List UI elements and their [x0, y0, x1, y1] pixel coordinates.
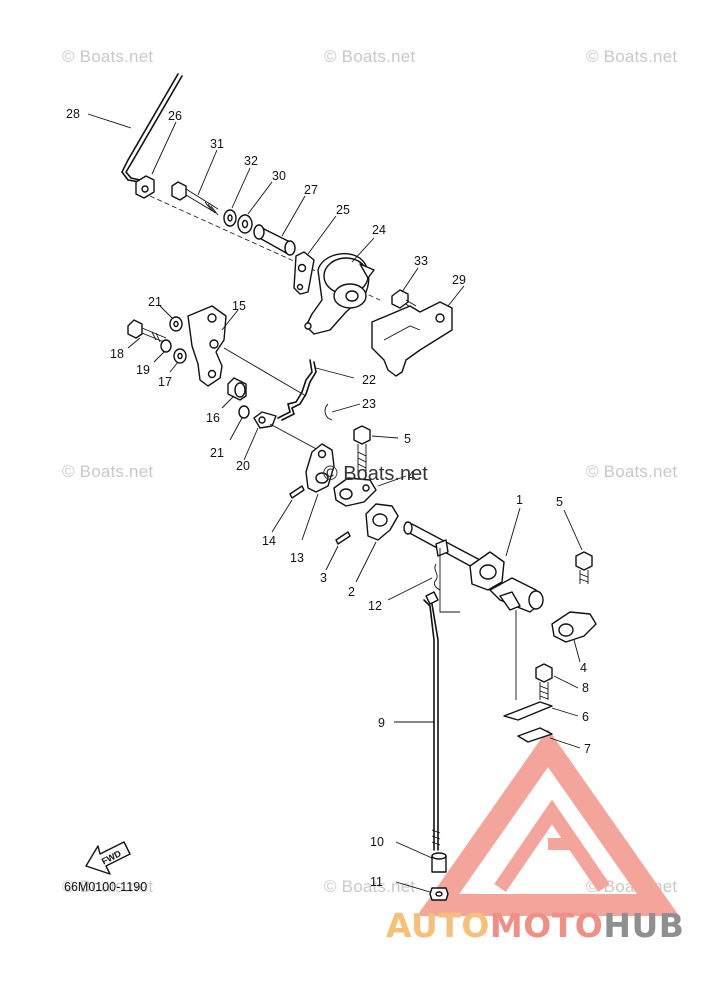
- part-24-throttle-cam: [304, 237, 375, 335]
- callout-labels: 28 26 31 32 30 27 25 24 33 29 21 15 18 1…: [66, 107, 591, 889]
- part-25-link-plate: [293, 215, 337, 295]
- watermark-center: © Boats.net: [323, 463, 428, 485]
- callout-16: 16: [206, 411, 220, 425]
- watermark: © Boats.net: [62, 462, 154, 481]
- part-23-clip: [324, 403, 361, 421]
- part-1-shaft-assembly: [403, 507, 544, 700]
- callout-25: 25: [336, 203, 350, 217]
- callout-12: 12: [368, 599, 382, 613]
- part-22-link-rod: [277, 359, 355, 421]
- callout-33: 33: [414, 254, 428, 268]
- brand-part-auto: AUTO: [386, 906, 490, 945]
- part-6-plate: [503, 701, 579, 721]
- callout-3: 3: [320, 571, 327, 585]
- callout-14: 14: [262, 534, 276, 548]
- part-7-plate: [517, 727, 581, 749]
- part-28-rod: [87, 73, 183, 183]
- callout-23: 23: [362, 397, 376, 411]
- part-12-clip: [387, 563, 441, 601]
- brand-logo-text: AUTOMOTOHUB: [386, 906, 684, 945]
- callout-9: 9: [378, 716, 385, 730]
- callout-6: 6: [582, 710, 589, 724]
- callout-10: 10: [370, 835, 384, 849]
- part-19-washer: [153, 339, 172, 363]
- callout-31: 31: [210, 137, 224, 151]
- callout-2: 2: [348, 585, 355, 599]
- part-11-nut: [395, 881, 449, 901]
- part-4-clamp-right: [551, 611, 597, 663]
- part-5-bolt-upper: [353, 425, 399, 474]
- part-13-lever-arm: [301, 443, 335, 541]
- part-26-rod-end: [135, 121, 177, 199]
- callout-30: 30: [272, 169, 286, 183]
- watermark: © Boats.net: [324, 47, 416, 66]
- part-29-bracket: [371, 285, 465, 377]
- callout-24: 24: [372, 223, 386, 237]
- brand-part-hub: HUB: [603, 906, 685, 945]
- callout-27: 27: [304, 183, 318, 197]
- callout-5a: 5: [404, 432, 411, 446]
- part-4-clamp-mid: [333, 475, 407, 507]
- callout-28: 28: [66, 107, 80, 121]
- watermark: © Boats.net: [62, 47, 154, 66]
- brand-triangle-logo: [416, 728, 680, 916]
- part-2-clamp: [355, 503, 399, 583]
- diagram-code: 66M0100-1190: [64, 880, 148, 894]
- watermark: © Boats.net: [586, 462, 678, 481]
- fwd-arrow: FWD: [85, 841, 131, 875]
- callout-17: 17: [158, 375, 172, 389]
- part-21-washer-upper: [159, 305, 183, 332]
- callout-22: 22: [362, 373, 376, 387]
- callout-1: 1: [516, 493, 523, 507]
- part-18-bolt: [127, 319, 167, 349]
- callout-32: 32: [244, 154, 258, 168]
- part-31-bolt: [171, 149, 219, 216]
- callout-11: 11: [370, 875, 383, 889]
- part-30-washer: [237, 181, 273, 234]
- watermark: © Boats.net: [62, 877, 154, 896]
- callout-18: 18: [110, 347, 124, 361]
- part-8-bolt: [535, 663, 579, 700]
- callout-29: 29: [452, 273, 466, 287]
- callout-7: 7: [584, 742, 591, 756]
- callout-19: 19: [136, 363, 150, 377]
- part-20-link: [243, 411, 323, 461]
- callout-5b: 5: [556, 495, 563, 509]
- part-15-lever: [187, 305, 307, 397]
- part-27-collar: [253, 195, 306, 256]
- part-9-long-rod: [394, 591, 441, 851]
- callout-13: 13: [290, 551, 304, 565]
- watermark: © Boats.net: [324, 877, 416, 896]
- callout-15: 15: [232, 299, 246, 313]
- callout-4b: 4: [408, 469, 415, 483]
- part-17-washer: [169, 348, 187, 373]
- part-5-bolt-right: [563, 509, 593, 584]
- callout-4a: 4: [580, 661, 587, 675]
- part-16-collar: [221, 377, 247, 409]
- part-14-pin: [271, 485, 305, 533]
- callout-20: 20: [236, 459, 250, 473]
- part-21-washer-lower: [229, 405, 250, 441]
- callout-21: 21: [148, 295, 162, 309]
- watermark: © Boats.net: [586, 47, 678, 66]
- brand-part-moto: MOTO: [489, 906, 604, 945]
- callout-26: 26: [168, 109, 182, 123]
- part-32-washer: [223, 167, 251, 227]
- part-3-pin: [325, 531, 351, 571]
- part-10-collar: [395, 841, 447, 873]
- callout-21b: 21: [210, 446, 224, 460]
- part-33-bolt: [391, 267, 419, 311]
- callout-8: 8: [582, 681, 589, 695]
